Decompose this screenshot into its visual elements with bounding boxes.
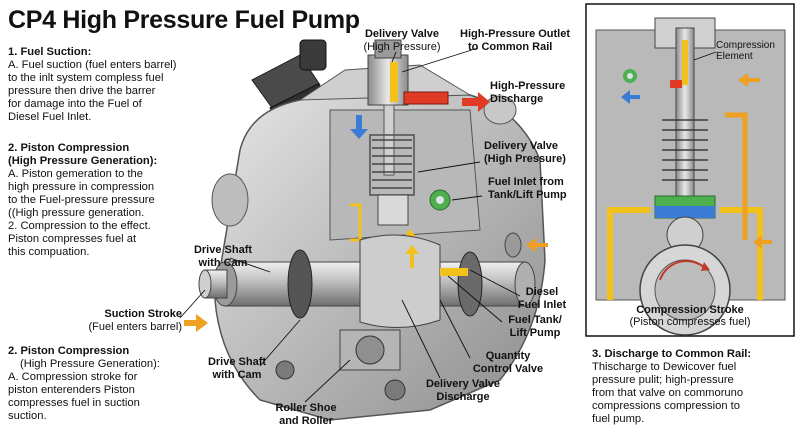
label-line: (High Pressure) — [363, 40, 441, 53]
suction-arrow-icon — [184, 314, 208, 332]
section-line: piston enterenders Piston — [8, 384, 135, 396]
section-line: A. Piston gemeration to the — [8, 168, 143, 180]
label-line: with Cam — [212, 368, 262, 381]
section-line: pressure then drive the barrer — [8, 85, 156, 97]
label-line: Roller Shoe — [275, 402, 337, 414]
label-fuel-inlet-tank: Fuel Inlet from Tank/Lift Pump — [488, 176, 588, 201]
label-diesel-fuel-inlet: Diesel Fuel Inlet — [512, 286, 572, 311]
section-line: compressions compression to — [592, 400, 740, 412]
section-line: Piston compresses fuel at — [8, 233, 137, 245]
label-delivery-valve-discharge: Delivery Valve Discharge — [418, 378, 508, 403]
label-line: Fuel Inlet — [517, 298, 567, 311]
label-line: Fuel Tank/ — [508, 314, 562, 326]
label-line: Discharge — [436, 390, 490, 403]
inset-caption: Compression Stroke (Piston compresses fu… — [592, 304, 788, 328]
section-subheading: (High Pressure Generation): — [20, 358, 160, 370]
section-line: compresses fuel in suction — [8, 397, 140, 409]
inset-title: Compression Stroke — [636, 304, 744, 316]
section-fuel-suction: 1. Fuel Suction: A. Fuel suction (fuel e… — [8, 46, 228, 124]
section-line: A. Fuel suction (fuel enters barrel) — [8, 59, 177, 71]
label-delivery-valve-top: Delivery Valve (High Pressure) — [352, 28, 452, 53]
label-drive-shaft-cam-1: Drive Shaft with Cam — [186, 244, 260, 269]
label-line: Drive Shaft — [193, 244, 253, 256]
label-line: Compression — [716, 40, 775, 51]
label-compression-element: Compression Element — [716, 40, 792, 62]
section-line: this compuation. — [8, 246, 90, 258]
label-line: (Fuel enters barrel) — [88, 320, 182, 333]
page-title: CP4 High Pressure Fuel Pump — [8, 6, 360, 34]
label-quantity-control: Quantity Control Valve — [466, 350, 550, 375]
label-line: Fuel Inlet from — [488, 176, 564, 188]
label-line: Delivery Valve — [484, 140, 559, 152]
drive-shaft — [198, 234, 536, 328]
section-line: to the Fuel-pressure pressure — [8, 194, 155, 206]
compression-stroke-inset — [585, 3, 795, 337]
label-line: Lift Pump — [509, 326, 561, 339]
label-line: Suction Stroke — [104, 308, 182, 320]
fuel-inlet-fittings — [504, 232, 548, 258]
leader-lines — [179, 47, 521, 403]
label-delivery-valve-mid: Delivery Valve (High Pressure) — [484, 140, 584, 165]
label-line: Delivery Valve — [425, 378, 500, 390]
section-line: pressure pulit; high-pressure — [592, 374, 734, 386]
section-heading: 3. Discharge to Common Rail: — [592, 348, 752, 360]
section-line: 2. Compression to the effect. — [8, 220, 151, 232]
label-line: Quantity — [485, 350, 531, 362]
label-line: Drive Shaft — [207, 356, 267, 368]
section-line: ((High pressure generation. — [8, 207, 145, 219]
label-line: Delivery Valve — [364, 28, 439, 40]
label-line: High-Pressure — [490, 80, 566, 92]
section-piston-compression-2: 2. Piston Compression (High Pressure Gen… — [8, 345, 208, 423]
label-hp-outlet: High-Pressure Outlet to Common Rail — [460, 28, 590, 53]
section-line: Diesel Fuel Inlet. — [8, 111, 92, 123]
label-hp-discharge: High-Pressure Discharge — [490, 80, 585, 105]
section-heading: (High Pressure Generation): — [8, 155, 158, 167]
section-heading: 2. Piston Compression — [8, 142, 130, 154]
section-piston-compression-1: 2. Piston Compression (High Pressure Gen… — [8, 142, 228, 259]
section-line: from that valve on commoruno — [592, 387, 744, 399]
label-line: (High Pressure) — [484, 152, 566, 165]
section-line: high pressure in compression — [8, 181, 155, 193]
section-heading: 2. Piston Compression — [8, 345, 130, 357]
piston-barrel — [350, 115, 451, 250]
label-line: with Cam — [198, 256, 248, 269]
label-drive-shaft-cam-2: Drive Shaft with Cam — [200, 356, 274, 381]
label-line: Discharge — [490, 92, 544, 105]
roller-shoe — [339, 329, 401, 371]
section-line: suction. — [8, 410, 47, 422]
label-line: High-Pressure Outlet — [460, 28, 571, 40]
label-line: to Common Rail — [468, 40, 553, 53]
label-line: Element — [716, 51, 753, 62]
label-line: Tank/Lift Pump — [488, 188, 567, 201]
label-line: and Roller — [279, 414, 333, 427]
section-line: for damage into the Fuel of — [8, 98, 142, 110]
inset-subtitle: (Piston compresses fuel) — [629, 316, 751, 328]
label-roller-shoe: Roller Shoe and Roller — [266, 402, 346, 427]
section-line: A. Compression stroke for — [8, 371, 138, 383]
label-fuel-tank-lift: Fuel Tank/ Lift Pump — [500, 314, 570, 339]
label-line: Control Valve — [472, 362, 544, 375]
section-line: to the inlt system compless fuel — [8, 72, 164, 84]
section-line: Thischarge to Dewicover fuel — [592, 361, 737, 373]
section-line: fuel pump. — [592, 413, 645, 425]
label-suction-stroke: Suction Stroke (Fuel enters barrel) — [60, 308, 182, 333]
section-heading: 1. Fuel Suction: — [8, 46, 92, 58]
label-line: Diesel — [525, 286, 559, 298]
section-discharge: 3. Discharge to Common Rail: Thischarge … — [592, 348, 792, 426]
